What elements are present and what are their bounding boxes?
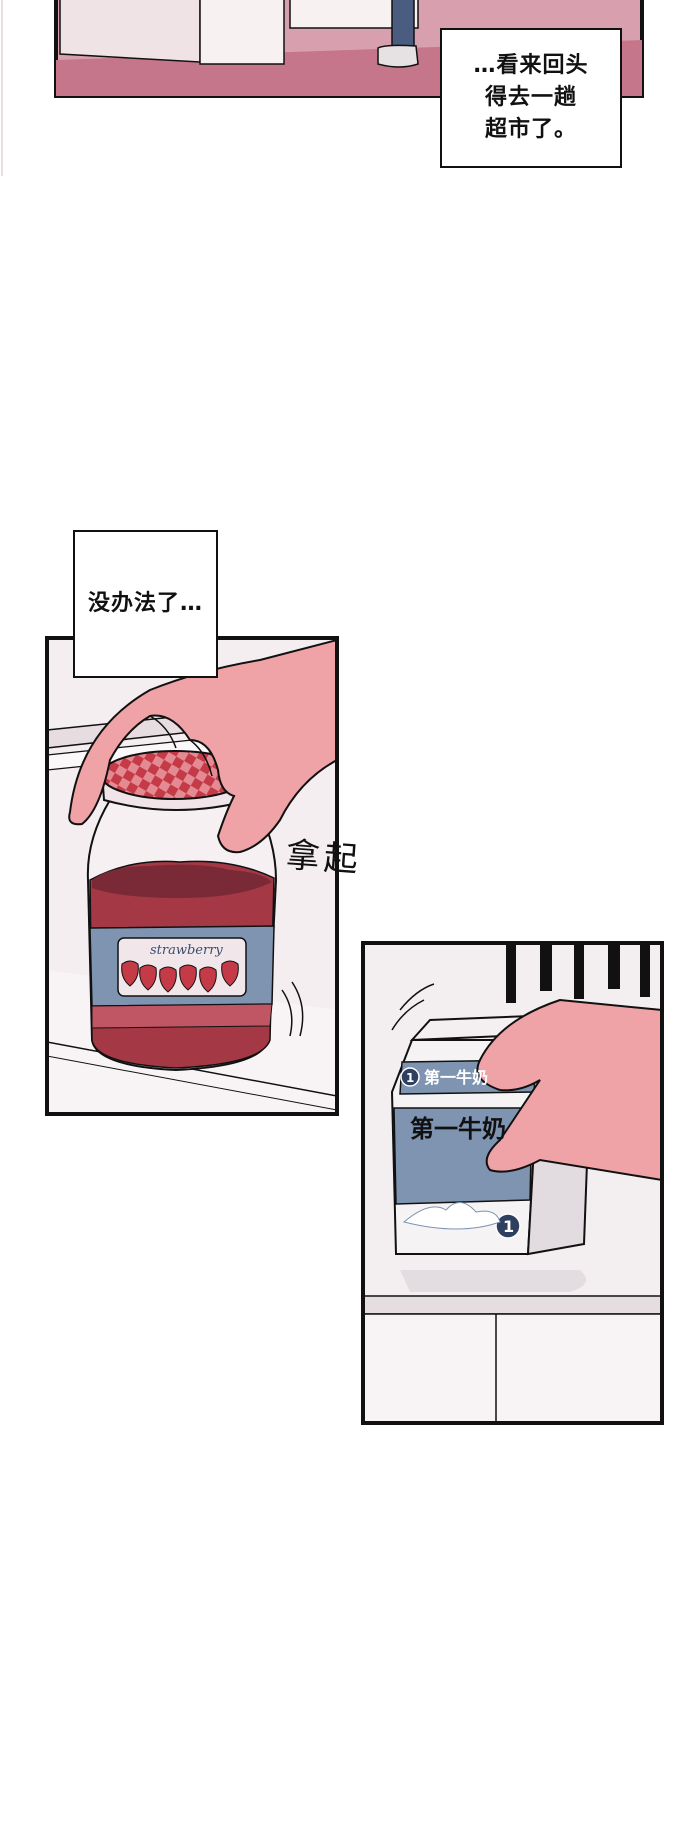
character-foot	[377, 44, 419, 68]
milk-motion-lines	[391, 983, 435, 1031]
strawberry-illustrations	[121, 960, 239, 993]
sound-effect-pick-up: 拿起	[284, 835, 364, 881]
jar-label-text: strawberry	[150, 943, 223, 958]
hand-holding-milk	[476, 998, 662, 1182]
milk-shelf-front	[363, 1313, 662, 1423]
milk-panel-border	[361, 941, 664, 1425]
caption-supermarket: …看来回头 得去一趟 超市了。	[440, 28, 622, 168]
caption-no-choice: 没办法了…	[73, 530, 218, 678]
milk-badge-bottom	[495, 1213, 521, 1239]
motion-lines	[281, 981, 304, 1037]
top-panel-fridge	[199, 0, 285, 65]
shelf-edge-2	[47, 1055, 337, 1111]
jar-panel	[45, 636, 339, 1116]
milk-shelf	[363, 1295, 662, 1315]
milk-carton-band	[393, 1107, 533, 1205]
milk-panel: 第一牛奶 1 第一牛奶 1	[361, 941, 664, 1425]
milk-badge-top	[400, 1067, 420, 1087]
character-leg	[391, 0, 415, 47]
milk-brand-large: 第一牛奶	[410, 1115, 506, 1143]
fridge-light-stripes	[506, 943, 650, 1003]
jam-lower-band	[91, 1003, 273, 1029]
milk-badge-bottom-number: 1	[503, 1217, 514, 1236]
milk-brand-small: 第一牛奶	[424, 1068, 488, 1087]
milk-badge-top-number: 1	[406, 1071, 414, 1085]
milk-splash	[402, 1202, 501, 1230]
milk-shadow	[400, 1270, 587, 1292]
top-panel-wall	[59, 0, 201, 63]
hand-knuckles	[149, 715, 213, 777]
jam-surface	[92, 864, 272, 898]
